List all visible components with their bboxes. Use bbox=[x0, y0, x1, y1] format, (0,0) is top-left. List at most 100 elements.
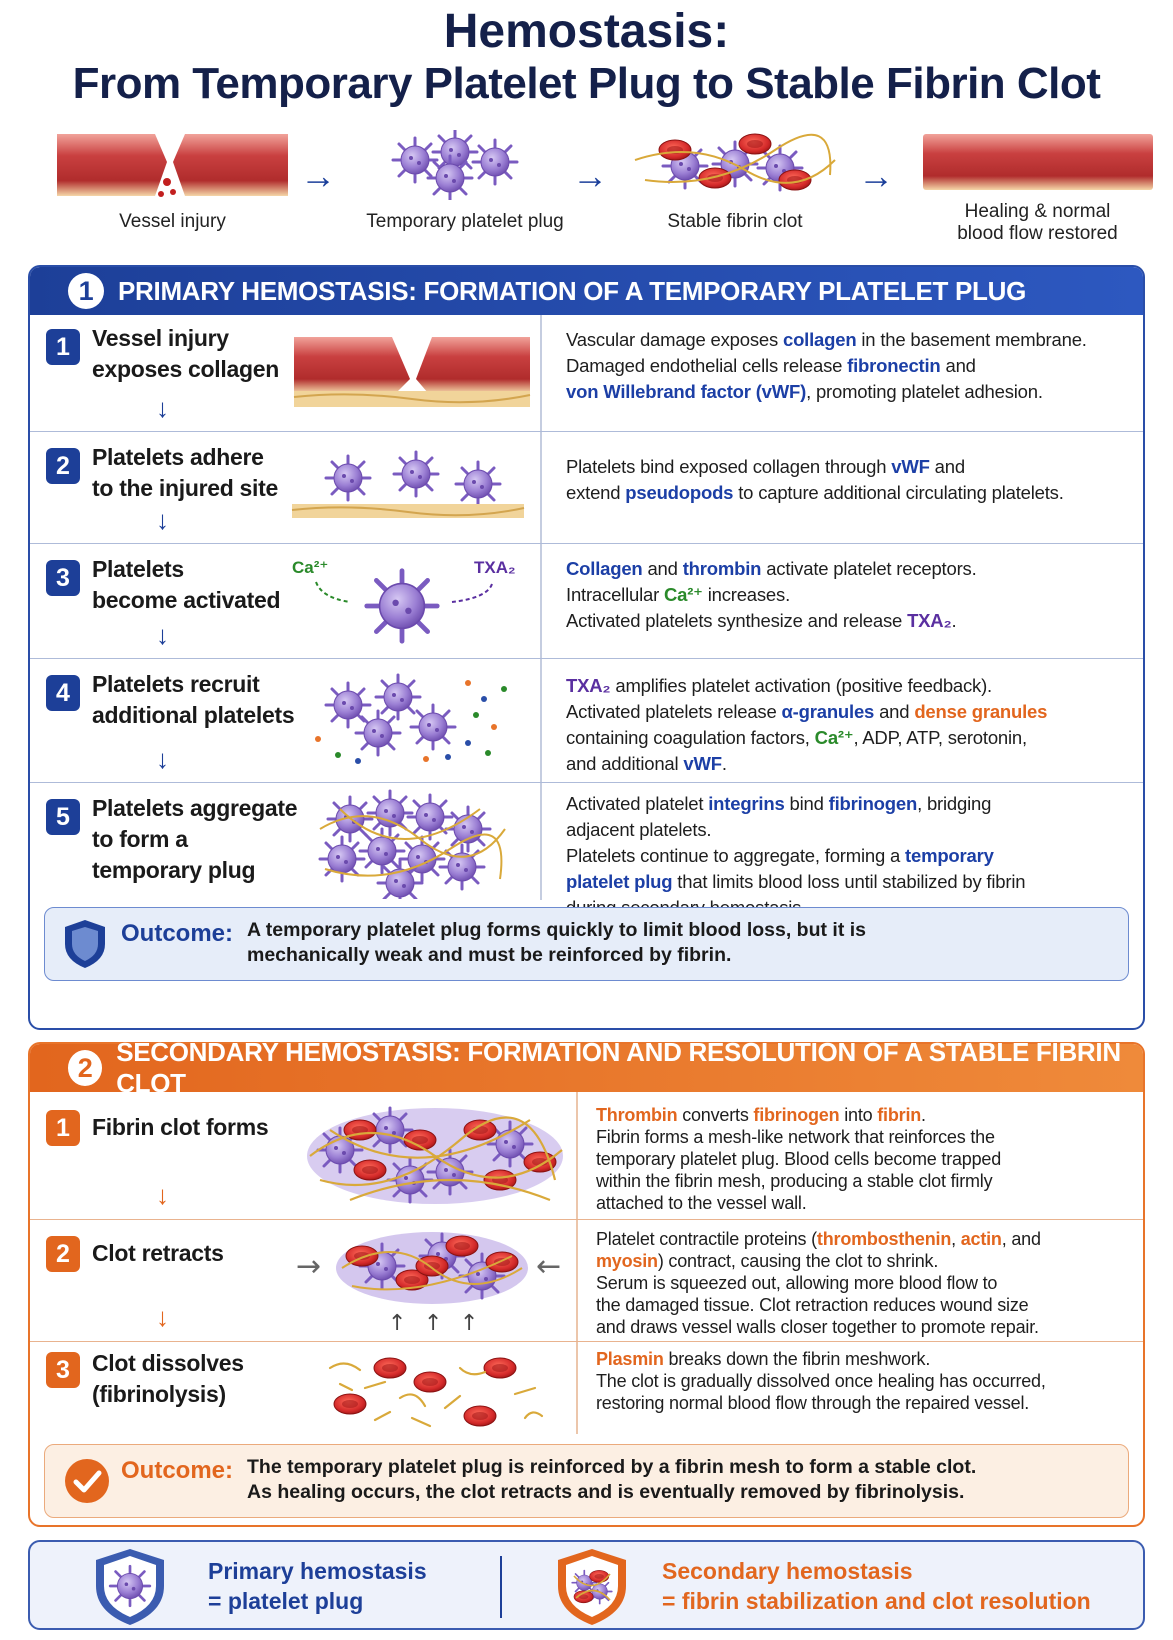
description-text: and bbox=[929, 456, 965, 477]
clot-shield-icon bbox=[558, 1549, 626, 1625]
step-number: 2 bbox=[46, 448, 80, 484]
secondary-outcome-box: Outcome: The temporary platelet plug is … bbox=[44, 1444, 1129, 1518]
description-line: within the fibrin mesh, producing a stab… bbox=[596, 1170, 1126, 1192]
fibrin-mesh-clot-illustration bbox=[307, 1106, 563, 1204]
down-arrow-icon: ↓ bbox=[156, 620, 169, 650]
description-line: restoring normal blood flow through the … bbox=[596, 1392, 1126, 1414]
step-description: Platelet contractile proteins (thrombost… bbox=[596, 1228, 1126, 1338]
description-text: , and bbox=[1001, 1229, 1041, 1249]
step-number: 1 bbox=[46, 329, 80, 365]
description-text: bind bbox=[784, 793, 829, 814]
flow-step-fibrin-clot: Stable fibrin clot bbox=[615, 130, 855, 233]
svg-text:↑: ↑ bbox=[424, 1311, 442, 1336]
step-number: 3 bbox=[46, 1352, 80, 1388]
description-text: attached to the vessel wall. bbox=[596, 1193, 807, 1213]
step-number: 2 bbox=[46, 1236, 80, 1272]
description-line: Fibrin forms a mesh-like network that re… bbox=[596, 1126, 1126, 1148]
recruiting-platelets-illustration bbox=[315, 673, 507, 764]
title-line-2: From Temporary Platelet Plug to Stable F… bbox=[72, 59, 1101, 108]
flow-step-platelet-plug: Temporary platelet plug bbox=[340, 128, 590, 233]
platelet-shield-icon bbox=[96, 1549, 164, 1625]
highlighted-term: temporary bbox=[905, 845, 994, 866]
description-line: Platelet contractile proteins (thrombost… bbox=[596, 1228, 1126, 1250]
description-text: and bbox=[874, 701, 915, 722]
description-text: Intracellular bbox=[566, 584, 664, 605]
description-text: converts bbox=[677, 1105, 754, 1125]
description-text: adjacent platelets. bbox=[566, 819, 712, 840]
aggregated-plug-illustration bbox=[318, 789, 506, 899]
highlighted-term: fibrin bbox=[877, 1105, 922, 1125]
clot-retraction-illustration: → ← ↑ ↑ ↑ bbox=[296, 1232, 561, 1336]
description-text: Activated platelets release bbox=[566, 701, 782, 722]
description-text: , bbox=[951, 1229, 961, 1249]
svg-text:←: ← bbox=[536, 1249, 561, 1284]
secondary-heading: 2 SECONDARY HEMOSTASIS: FORMATION AND RE… bbox=[30, 1037, 1143, 1098]
step-title: Clot dissolves (fibrinolysis) bbox=[92, 1350, 244, 1407]
highlighted-term: fibronectin bbox=[847, 355, 941, 376]
step-description: Collagen and thrombin activate platelet … bbox=[566, 556, 1126, 634]
description-text: to capture additional circulating platel… bbox=[733, 482, 1064, 503]
description-line: The clot is gradually dissolved once hea… bbox=[596, 1370, 1126, 1392]
description-text: . bbox=[721, 753, 727, 774]
description-line: Activated platelets release α-granules a… bbox=[566, 699, 1126, 725]
section-heading-text: SECONDARY HEMOSTASIS: FORMATION AND RESO… bbox=[116, 1037, 1121, 1098]
highlighted-term: integrins bbox=[708, 793, 785, 814]
description-text: activate platelet receptors. bbox=[761, 558, 977, 579]
vessel-injury-illustration bbox=[57, 134, 288, 197]
description-text: . bbox=[921, 1105, 926, 1125]
highlighted-term: fibrinogen bbox=[753, 1105, 840, 1125]
adhering-platelets-illustration bbox=[291, 450, 525, 518]
down-arrow-icon: ↓ bbox=[156, 1180, 169, 1210]
platelet-plug-illustration bbox=[391, 128, 519, 202]
description-line: platelet plug that limits blood loss unt… bbox=[566, 869, 1126, 895]
description-text: , promoting platelet adhesion. bbox=[806, 381, 1043, 402]
step-number: 4 bbox=[46, 675, 80, 711]
description-line: Activated platelet integrins bind fibrin… bbox=[566, 791, 1126, 817]
description-line: TXA₂ amplifies platelet activation (posi… bbox=[566, 673, 1126, 699]
right-arrow-icon: → bbox=[300, 155, 336, 196]
description-text: breaks down the fibrin meshwork. bbox=[663, 1349, 931, 1369]
step-description: Activated platelet integrins bind fibrin… bbox=[566, 791, 1126, 921]
description-line: containing coagulation factors, Ca²⁺, AD… bbox=[566, 725, 1126, 751]
step-number: 5 bbox=[46, 799, 80, 835]
primary-step-row: 1 Vessel injury exposes collagen Vascula… bbox=[30, 315, 1143, 432]
down-arrow-icon: ↓ bbox=[156, 1302, 169, 1332]
secondary-step-row: 3 Clot dissolves (fibrinolysis) Plasmin … bbox=[30, 1342, 1143, 1434]
right-arrow-icon: → bbox=[858, 155, 894, 196]
step-title: Platelets become activated bbox=[92, 556, 281, 613]
primary-outcome-box: Outcome: A temporary platelet plug forms… bbox=[44, 907, 1129, 981]
step-number: 1 bbox=[46, 1110, 80, 1146]
primary-step-row: 5 Platelets aggregate to form a temporar… bbox=[30, 783, 1143, 918]
description-text: and bbox=[940, 355, 976, 376]
checkmark-icon bbox=[65, 1459, 109, 1503]
description-text: Serum is squeezed out, allowing more blo… bbox=[596, 1273, 998, 1293]
primary-step-row: 4 Platelets recruit additional platelets… bbox=[30, 659, 1143, 783]
highlighted-term: TXA₂ bbox=[566, 675, 611, 696]
down-arrow-icon: ↓ bbox=[156, 744, 169, 774]
summary-secondary: Secondary hemostasis = fibrin stabilizat… bbox=[662, 1558, 1091, 1614]
description-text: that limits blood loss until stabilized … bbox=[672, 871, 1026, 892]
outcome-label: Outcome: bbox=[121, 1457, 234, 1484]
description-text: Platelets continue to aggregate, forming… bbox=[566, 845, 906, 866]
description-text: . bbox=[951, 610, 957, 631]
flow-step-healing: Healing & normal blood flow restored bbox=[915, 130, 1160, 245]
step-description: Vascular damage exposes collagen in the … bbox=[566, 327, 1126, 405]
step-title: Fibrin clot forms bbox=[92, 1114, 269, 1140]
highlighted-term: Ca²⁺ bbox=[663, 584, 703, 605]
description-line: Platelets continue to aggregate, forming… bbox=[566, 843, 1126, 869]
description-line: and additional vWF. bbox=[566, 751, 1126, 777]
description-line: extend pseudopods to capture additional … bbox=[566, 480, 1126, 506]
highlighted-term: TXA₂ bbox=[907, 610, 952, 631]
outcome-label: Outcome: bbox=[121, 920, 234, 947]
description-text: within the fibrin mesh, producing a stab… bbox=[596, 1171, 993, 1191]
highlighted-term: vWF bbox=[891, 456, 930, 477]
description-line: von Willebrand factor (vWF), promoting p… bbox=[566, 379, 1126, 405]
down-arrow-icon: ↓ bbox=[156, 505, 169, 535]
description-line: Serum is squeezed out, allowing more blo… bbox=[596, 1272, 1126, 1294]
highlighted-term: myosin bbox=[596, 1251, 658, 1271]
step-title: Vessel injury exposes collagen bbox=[92, 325, 279, 382]
primary-step-row: 2 Platelets adhere to the injured site P… bbox=[30, 432, 1143, 544]
step-description: Platelets bind exposed collagen through … bbox=[566, 454, 1126, 506]
description-text: amplifies platelet activation (positive … bbox=[610, 675, 993, 696]
description-text: Damaged endothelial cells release bbox=[566, 355, 848, 376]
